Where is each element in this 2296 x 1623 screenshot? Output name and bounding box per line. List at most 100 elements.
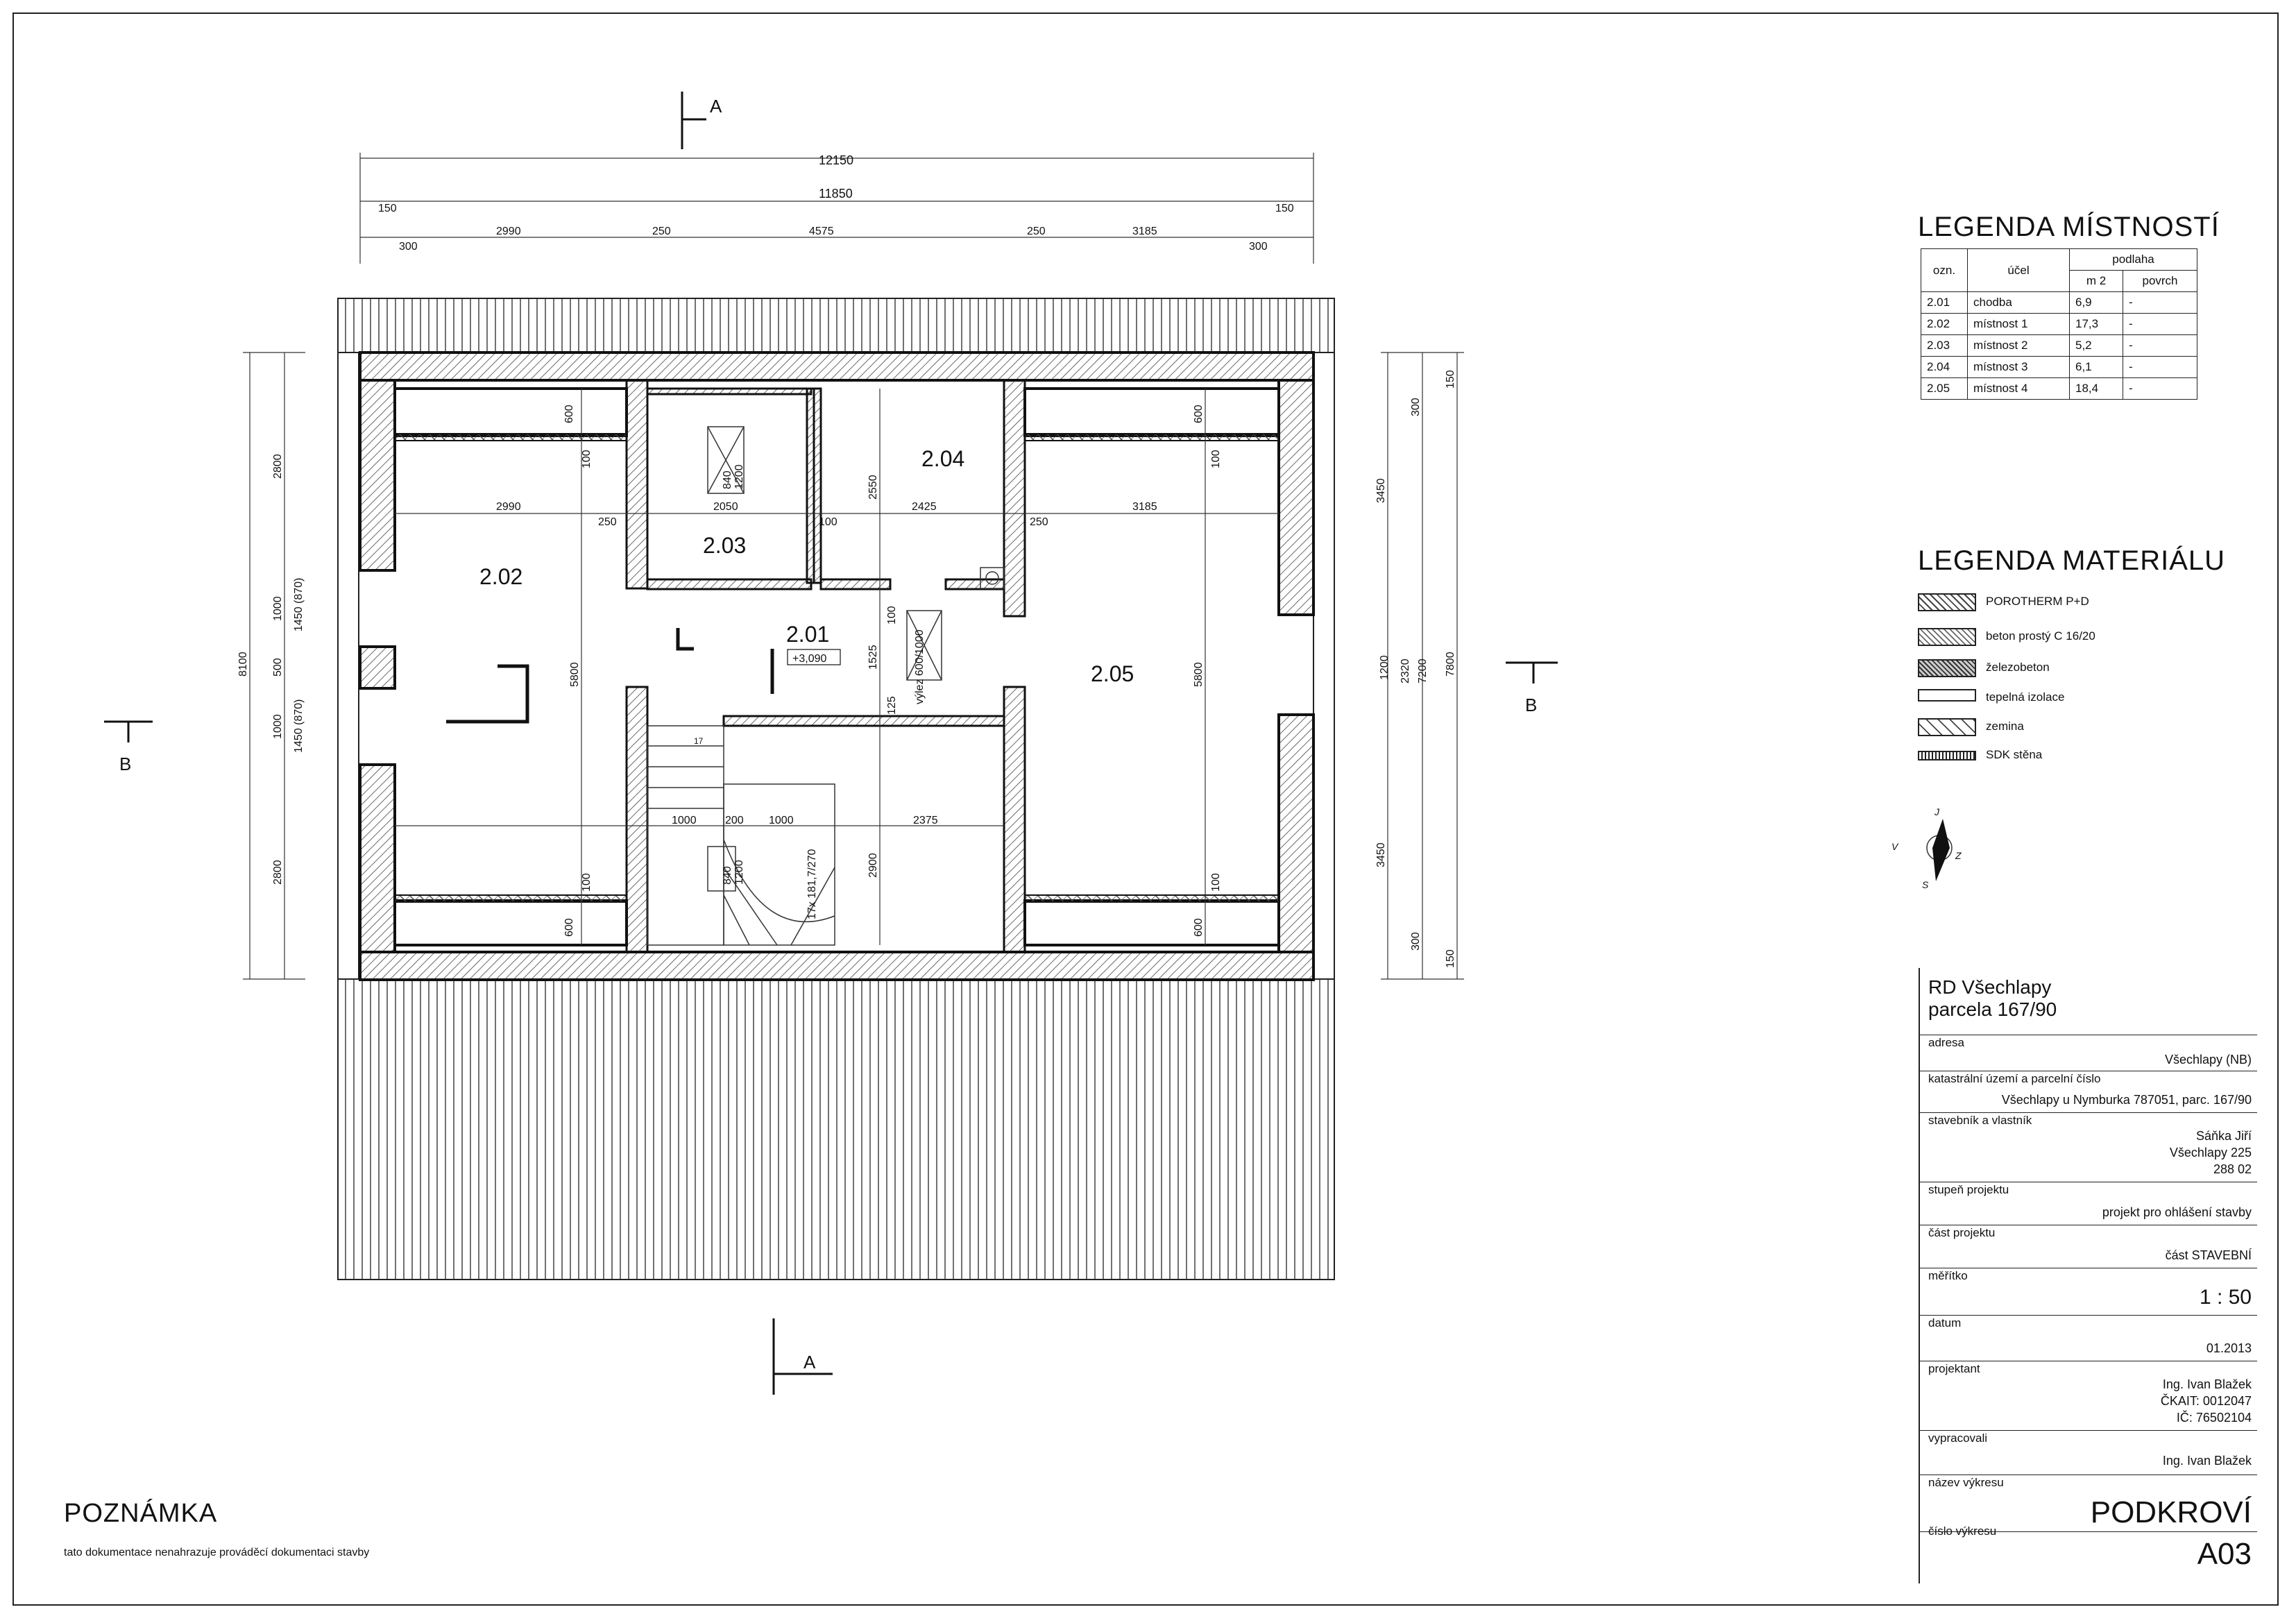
cell-m2: 18,4: [2069, 377, 2123, 400]
room-label-2-02: 2.02: [479, 564, 522, 589]
title-block: RD Všechlapy parcela 167/90 adresa Všech…: [1919, 968, 2257, 1583]
dim-top-150-left: 150: [378, 203, 397, 214]
swatch-izolace: [1918, 689, 1976, 702]
note-block: POZNÁMKA tato dokumentace nenahrazuje pr…: [64, 1499, 369, 1559]
cell-povrch: -: [2123, 334, 2197, 357]
material-label: POROTHERM P+D: [1986, 595, 2089, 608]
dim-inner-2990: 2990: [496, 501, 521, 513]
part-value: část STAVEBNÍ: [2165, 1248, 2252, 1262]
dim-inner-100-a: 100: [581, 450, 593, 468]
dim-inner-250-b: 250: [1030, 516, 1048, 528]
partition-lines: [446, 628, 774, 724]
room-label-2-03: 2.03: [703, 533, 746, 558]
material-label: tepelná izolace: [1986, 690, 2065, 704]
note-text: tato dokumentace nenahrazuje prováděcí d…: [64, 1547, 370, 1558]
section-a-top-label: A: [710, 96, 722, 117]
designer-caption: projektant: [1928, 1362, 1980, 1375]
owner-street: Všechlapy 225: [2169, 1146, 2252, 1159]
dim-right-300-bottom: 300: [1410, 932, 1422, 951]
col-ozn: ozn.: [1921, 248, 1968, 292]
cell-m2: 6,1: [2069, 356, 2123, 378]
dim-inner-125: 125: [886, 696, 898, 715]
designer-name: Ing. Ivan Blažek: [2162, 1377, 2252, 1391]
cell-ucel: místnost 1: [1967, 313, 2070, 335]
cell-povrch: -: [2123, 377, 2197, 400]
cell-ucel: místnost 2: [1967, 334, 2070, 357]
tb-section-drawing-no: [1920, 1531, 2257, 1532]
swatch-sdk: [1918, 751, 1976, 760]
dim-right-3450-top: 3450: [1375, 478, 1387, 503]
dim-hatch-1200-a: 1200: [733, 464, 745, 489]
dim-left-500: 500: [272, 658, 284, 677]
drawing-frame: [12, 12, 2279, 1606]
room-label-2-04: 2.04: [921, 446, 964, 471]
owner-caption: stavebník a vlastník: [1928, 1114, 2032, 1127]
designer-ckait: ČKAIT: 0012047: [2160, 1394, 2252, 1408]
material-label: beton prostý C 16/20: [1986, 629, 2095, 643]
scale-value: 1 : 50: [2199, 1286, 2252, 1309]
project-name: RD Všechlapy: [1928, 976, 2052, 998]
dim-right-300-top: 300: [1410, 398, 1422, 416]
part-caption: část projektu: [1928, 1226, 1996, 1239]
dim-right-3450-bottom: 3450: [1375, 842, 1387, 867]
dim-hatch-840-a: 840: [722, 470, 733, 489]
dim-inner-100-e: 100: [581, 873, 593, 892]
tb-section-date: [1920, 1315, 2257, 1316]
dim-inner-5800-b: 5800: [1193, 662, 1205, 687]
dim-overall: 12150: [819, 153, 853, 167]
compass-v: V: [1891, 841, 1899, 852]
plan-labels: A A B B 12150 11850 150 150 300 2990 250…: [119, 96, 1962, 1373]
stair-label: 17x 181,7/270: [806, 849, 818, 919]
material-label: zemina: [1986, 720, 2024, 733]
staircase: [647, 725, 835, 946]
dim-inner-100-b: 100: [819, 516, 837, 528]
swatch-beton: [1918, 628, 1976, 646]
dim-right-7800: 7800: [1445, 652, 1456, 677]
dim-inner-600-b: 600: [1193, 405, 1205, 423]
roof-hatch: [707, 426, 1005, 681]
swatch-porotherm: [1918, 593, 1976, 611]
dim-inner-100-c: 100: [886, 606, 898, 624]
dim-inner-100-d: 100: [1210, 450, 1222, 468]
compass-z: Z: [1955, 850, 1962, 861]
interior-walls: [625, 379, 1026, 953]
floor-level-label: +3,090: [792, 653, 826, 665]
cell-povrch: -: [2123, 313, 2197, 335]
dim-right-2320: 2320: [1400, 658, 1411, 683]
dim-inner-600-c: 600: [563, 918, 575, 937]
dim-inner-600-a: 600: [563, 405, 575, 423]
col-ucel: účel: [1967, 248, 2070, 292]
col-podlaha: podlaha: [2069, 248, 2197, 271]
compass-icon: [1926, 819, 1953, 881]
cell-ozn: 2.05: [1921, 377, 1968, 400]
scale-caption: měřítko: [1928, 1269, 1968, 1282]
dim-inner-3185: 3185: [1132, 501, 1157, 513]
material-legend-title: LEGENDA MATERIÁLU: [1918, 545, 2226, 576]
dim-right-150-bottom: 150: [1445, 949, 1456, 968]
designer-ic: IČ: 76502104: [2176, 1411, 2252, 1425]
dim-top-300-right: 300: [1249, 241, 1268, 253]
dim-right-7200: 7200: [1417, 658, 1429, 683]
dim-inner-1525: 1525: [867, 645, 879, 670]
dim-inner-2375: 2375: [913, 815, 938, 826]
dim-inner-600-d: 600: [1193, 918, 1205, 937]
cell-povrch: -: [2123, 356, 2197, 378]
date-caption: datum: [1928, 1316, 1962, 1329]
cell-povrch: -: [2123, 291, 2197, 314]
cell-m2: 6,9: [2069, 291, 2123, 314]
dim-top-250-right: 250: [1027, 226, 1046, 237]
dim-top-2990: 2990: [496, 226, 521, 237]
drawing-no-value: A03: [2197, 1537, 2252, 1571]
project-parcel: parcela 167/90: [1928, 999, 2057, 1020]
swatch-zemina: [1918, 718, 1976, 736]
dim-left-2800-bottom: 2800: [272, 860, 284, 885]
cadastral-value: Všechlapy u Nymburka 787051, parc. 167/9…: [2001, 1093, 2252, 1107]
address-value: Všechlapy (NB): [2164, 1053, 2252, 1067]
cell-ozn: 2.01: [1921, 291, 1968, 314]
col-m2: m 2: [2069, 270, 2123, 292]
